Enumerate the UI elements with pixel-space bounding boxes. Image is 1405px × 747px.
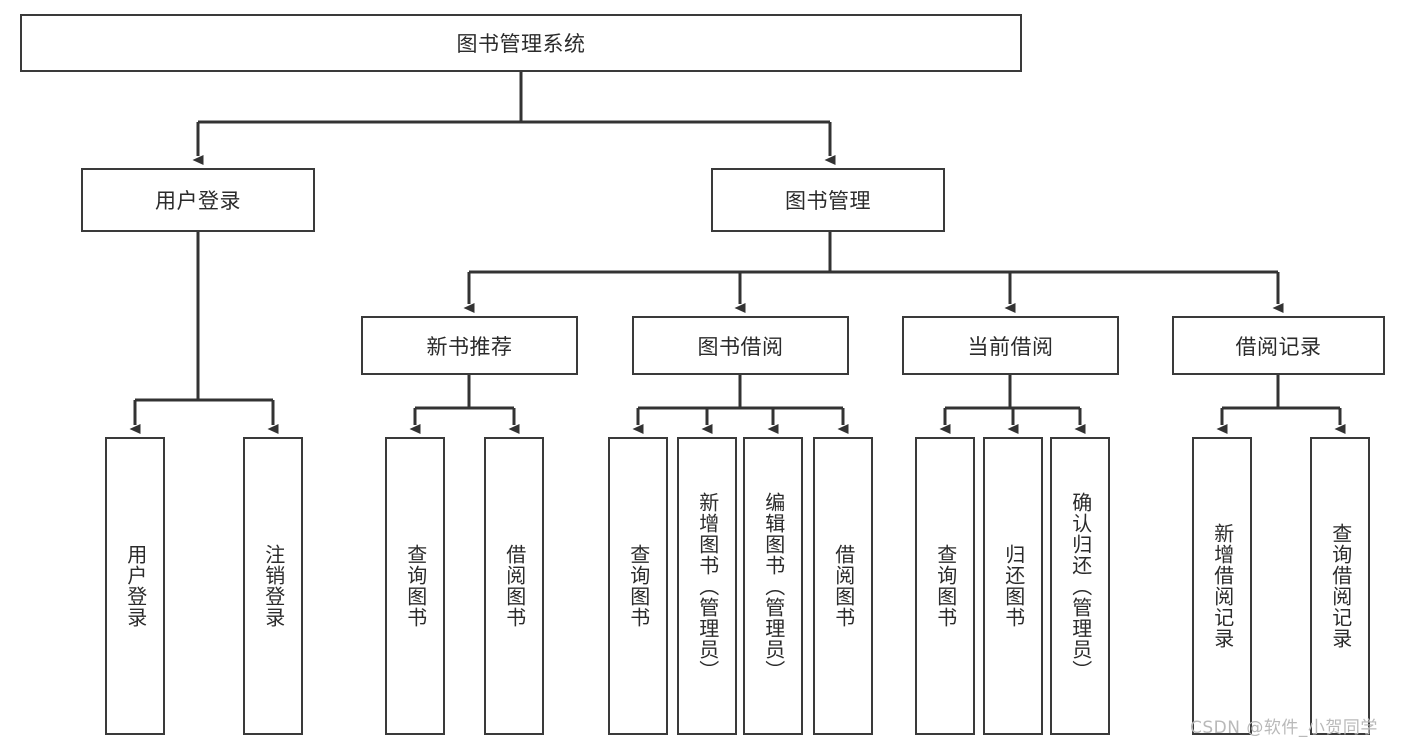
leaf-label: 用户登录: [123, 544, 148, 628]
leaf-label: 查询图书: [933, 544, 958, 628]
leaf-borrow-edit-book-admin[interactable]: 编辑图书（管理员）: [743, 437, 803, 735]
leaf-user-logout[interactable]: 注销登录: [243, 437, 303, 735]
leaf-label: 查询图书: [403, 544, 428, 628]
leaf-label: 新增借阅记录: [1210, 523, 1235, 649]
leaf-borrow-query-book[interactable]: 查询图书: [608, 437, 668, 735]
node-root[interactable]: 图书管理系统: [20, 14, 1022, 72]
leaf-label: 借阅图书: [831, 544, 856, 628]
leaf-record-add-borrow-record[interactable]: 新增借阅记录: [1192, 437, 1252, 735]
leaf-label: 注销登录: [261, 544, 286, 628]
leaf-borrow-add-book-admin[interactable]: 新增图书（管理员）: [677, 437, 737, 735]
leaf-current-confirm-return-admin[interactable]: 确认归还（管理员）: [1050, 437, 1110, 735]
node-borrow-record[interactable]: 借阅记录: [1172, 316, 1385, 375]
leaf-label: 借阅图书: [502, 544, 527, 628]
leaf-label: 归还图书: [1001, 544, 1026, 628]
leaf-current-query-book[interactable]: 查询图书: [915, 437, 975, 735]
leaf-recommend-borrow-book[interactable]: 借阅图书: [484, 437, 544, 735]
node-user-login[interactable]: 用户登录: [81, 168, 315, 232]
leaf-current-return-book[interactable]: 归还图书: [983, 437, 1043, 735]
leaf-label: 查询借阅记录: [1328, 523, 1353, 649]
node-book-borrow[interactable]: 图书借阅: [632, 316, 849, 375]
leaf-record-query-borrow-record[interactable]: 查询借阅记录: [1310, 437, 1370, 735]
leaf-recommend-query-book[interactable]: 查询图书: [385, 437, 445, 735]
node-current-borrow[interactable]: 当前借阅: [902, 316, 1119, 375]
csdn-watermark: CSDN @软件_小贺同学: [1190, 718, 1378, 738]
leaf-user-login[interactable]: 用户登录: [105, 437, 165, 735]
leaf-label: 查询图书: [626, 544, 651, 628]
leaf-label: 编辑图书（管理员）: [761, 491, 786, 681]
node-new-book-recommend[interactable]: 新书推荐: [361, 316, 578, 375]
node-book-manage[interactable]: 图书管理: [711, 168, 945, 232]
leaf-label: 确认归还（管理员）: [1068, 491, 1093, 681]
leaf-label: 新增图书（管理员）: [695, 491, 720, 681]
leaf-borrow-borrow-book[interactable]: 借阅图书: [813, 437, 873, 735]
